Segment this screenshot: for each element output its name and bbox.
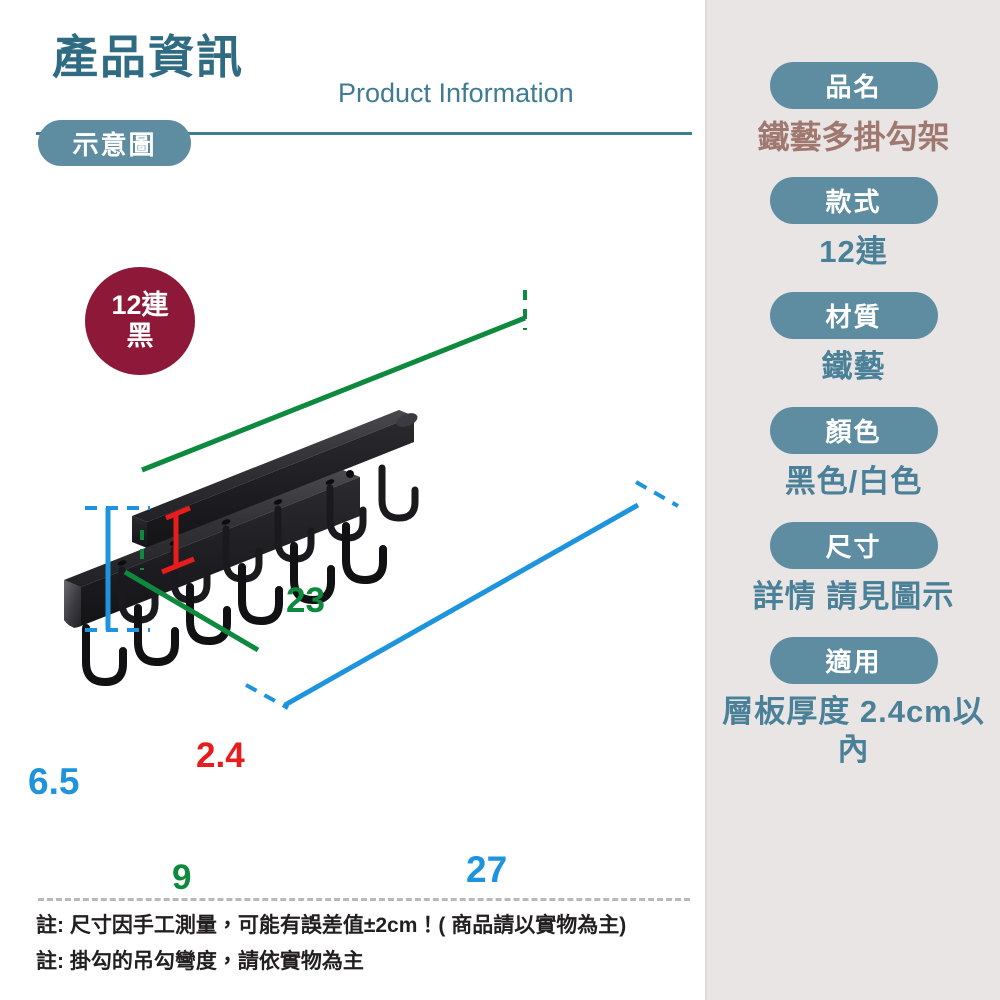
rear-rail (132, 410, 418, 548)
footer-note: 註: 尺寸因手工測量，可能有誤差值±2cm！( 商品請以實物為主) (36, 914, 627, 937)
dimension-23 (140, 290, 527, 570)
dimension-label-length-top: 23 (286, 581, 325, 620)
spec-value-applicable: 層板厚度 2.4cm以內 (722, 694, 985, 767)
dimension-label-length-overall: 27 (466, 849, 508, 890)
specification-panel: 品名 鐵藝多掛勾架 款式 12連 材質 鐵藝 顏色 黑色/白色 尺寸 詳情 請見… (705, 0, 1000, 1000)
spec-value-style: 12連 (819, 234, 888, 269)
variant-badge: 12連 黑 (85, 267, 195, 375)
header-divider (36, 132, 692, 135)
spec-value-color: 黑色/白色 (784, 464, 923, 499)
spec-label-product-name: 品名 (769, 62, 938, 109)
spec-label-size: 尺寸 (769, 522, 938, 569)
dimension-label-height: 6.5 (28, 761, 80, 802)
spec-value-material: 鐵藝 (821, 349, 886, 384)
spec-label-color: 顏色 (769, 407, 938, 454)
spec-row-size: 尺寸 詳情 請見圖示 (707, 522, 1000, 637)
hook-row-front (82, 522, 387, 687)
spec-row-style: 款式 12連 (707, 177, 1000, 292)
footer-notes: 註: 尺寸因手工測量，可能有誤差值±2cm！( 商品請以實物為主) 註: 掛勾的… (36, 908, 696, 980)
dimension-9 (123, 569, 260, 653)
variant-badge-count: 12連 (111, 289, 169, 320)
dimension-label-hook-depth: 9 (172, 858, 192, 897)
dimension-27 (245, 480, 679, 710)
page-title: 產品資訊 (52, 31, 244, 83)
dimension-6-5 (85, 506, 150, 632)
variant-badge-color: 黑 (126, 321, 154, 351)
main-illustration-column: 產品資訊 Product Information 示意圖 (0, 28, 705, 980)
schematic-label-pill: 示意圖 (38, 120, 191, 166)
spec-label-material: 材質 (769, 292, 938, 339)
spec-row-material: 材質 鐵藝 (707, 292, 1000, 407)
spec-value-size: 詳情 請見圖示 (752, 579, 955, 614)
spec-row-color: 顏色 黑色/白色 (707, 407, 1000, 522)
spec-label-style: 款式 (769, 177, 938, 224)
dimension-2-4 (161, 505, 195, 575)
dimension-label-bar-thickness: 2.4 (196, 736, 245, 775)
footer-note: 註: 掛勾的吊勾彎度，請依實物為主 (36, 950, 364, 973)
spec-row-applicable: 適用 層板厚度 2.4cm以內 (707, 637, 1000, 790)
spec-value-product-name: 鐵藝多掛勾架 (757, 119, 950, 155)
spec-label-applicable: 適用 (769, 637, 938, 684)
product-diagram: 23 9 2.4 6.5 27 (0, 230, 705, 895)
product-diagram-svg (64, 290, 679, 710)
spec-row-product-name: 品名 鐵藝多掛勾架 (707, 62, 1000, 177)
page-header: 產品資訊 Product Information (0, 28, 692, 135)
footer-divider (38, 898, 690, 901)
page-subtitle-english: Product Information (338, 78, 574, 108)
